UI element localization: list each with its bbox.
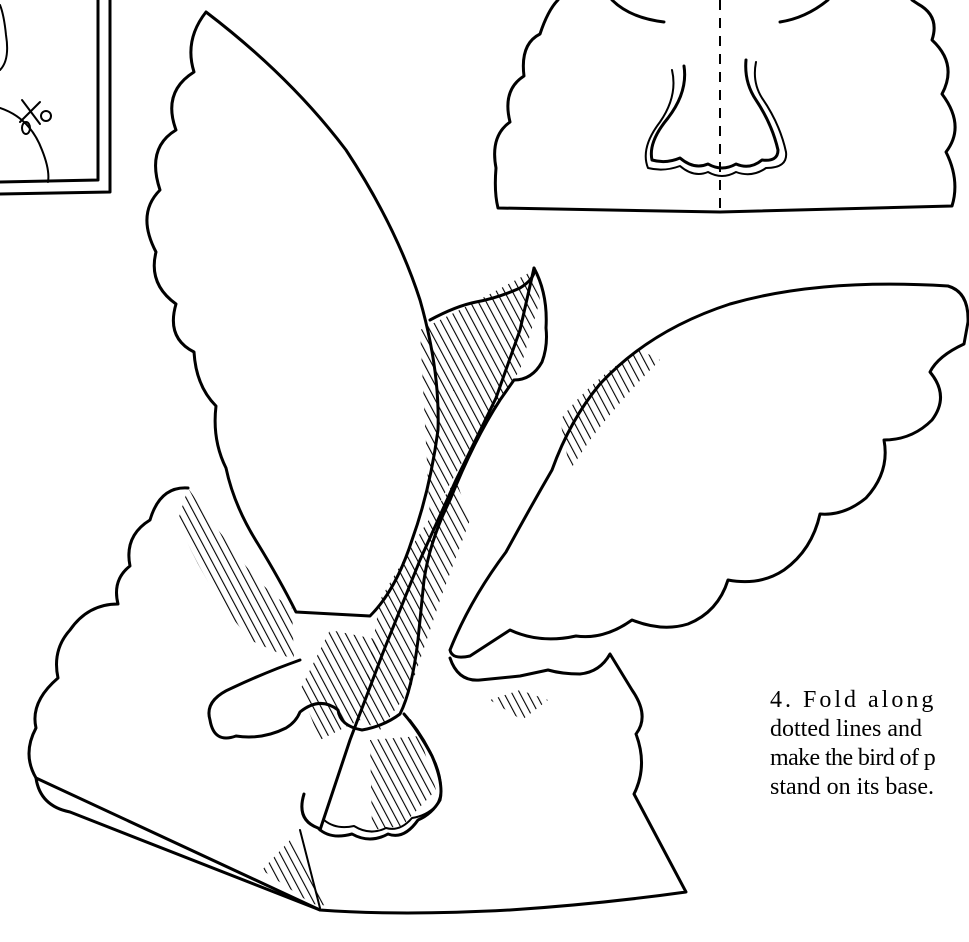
bird-body [209, 268, 547, 839]
step-4-caption: 4. Fold along dotted lines and make the … [770, 686, 969, 802]
cutout-template [495, 0, 955, 212]
caption-line-1: 4. Fold along [770, 686, 969, 715]
caption-line-4: stand on its base. [770, 773, 969, 802]
caption-line-3: make the bird of p [770, 744, 969, 773]
previous-step-panel [0, 0, 110, 194]
caption-line-2: dotted lines and [770, 715, 969, 744]
scissors-icon [20, 100, 51, 134]
